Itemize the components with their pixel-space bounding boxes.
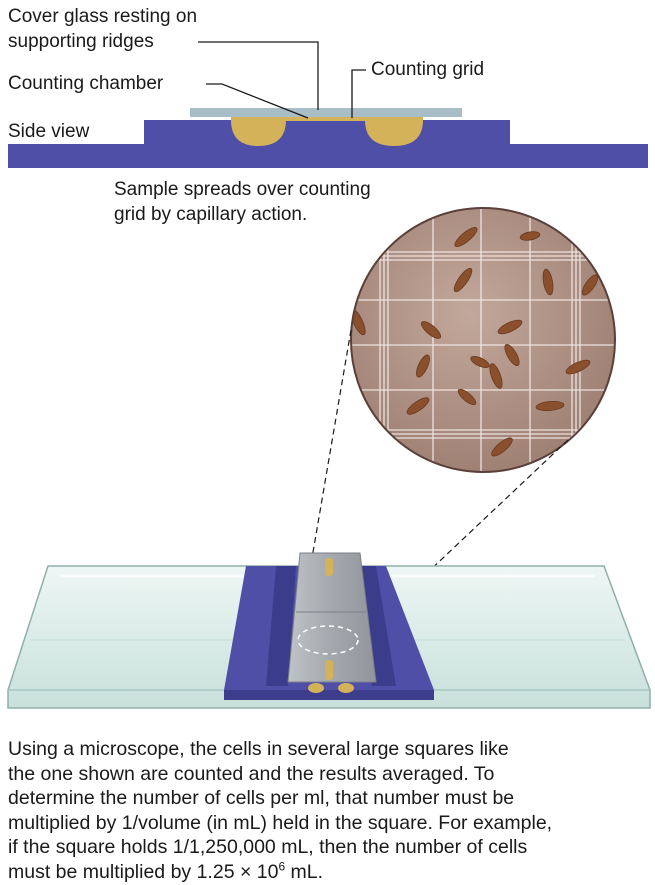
cell — [535, 400, 565, 412]
hemocytometer-diagram — [7, 41, 651, 709]
grid-region-marker — [297, 625, 359, 655]
cover-glass-top — [287, 552, 377, 683]
caption-line: if the square holds 1/1,250,000 mL, then… — [8, 836, 528, 858]
cell — [453, 267, 473, 293]
label-cover-glass-2: supporting ridges — [8, 31, 154, 52]
caption: Using a microscope, the cells in several… — [8, 737, 653, 884]
caption-line: must be multiplied by 1.25 × 106 mL. — [8, 860, 653, 885]
cell — [519, 231, 541, 241]
cell — [497, 319, 523, 335]
label-counting-grid: Counting grid — [371, 59, 485, 80]
cell — [504, 343, 520, 367]
cell — [565, 359, 591, 375]
magnified-view — [350, 207, 616, 473]
liquid-dome-right — [365, 120, 423, 146]
label-side-view: Side view — [8, 121, 90, 142]
liquid-layer — [231, 116, 423, 121]
cell — [470, 356, 490, 368]
caption-line6-pre: must be multiplied by 1.25 × 10 — [8, 860, 279, 883]
cell — [491, 437, 513, 457]
side-view-chamber — [8, 108, 648, 168]
label-counting-chamber: Counting chamber — [8, 73, 164, 94]
side-view-base — [8, 144, 648, 168]
side-view-platform — [144, 120, 510, 144]
caption-exponent: 6 — [278, 859, 286, 873]
caption-line: the one shown are counted and the result… — [8, 762, 495, 785]
caption-line: Using a microscope, the cells in several… — [8, 738, 509, 760]
cover-glass — [190, 108, 462, 117]
caption-line: determine the number of cells per ml, th… — [8, 787, 515, 809]
cell — [489, 363, 503, 389]
label-sample-1: Sample spreads over counting — [114, 179, 371, 200]
label-cover-glass-1: Cover glass resting on — [8, 6, 198, 27]
leader-lines — [198, 41, 366, 119]
cell — [416, 354, 430, 378]
liquid-dome-left — [231, 120, 286, 146]
caption-line: multiplied by 1/volume (in mL) held in t… — [8, 811, 553, 834]
cells — [351, 226, 599, 457]
cell — [406, 397, 430, 415]
cell — [420, 321, 442, 339]
label-sample-2: grid by capillary action. — [114, 204, 308, 225]
hemocytometer-slide — [7, 552, 651, 709]
caption-line6-post: mL. — [285, 860, 324, 883]
cell — [457, 388, 477, 406]
cell — [542, 268, 554, 296]
cell — [454, 226, 478, 248]
